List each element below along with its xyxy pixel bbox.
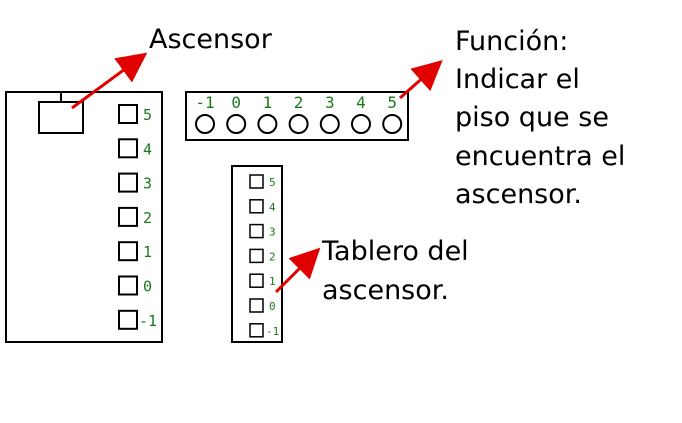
shaft-floor-label: 3 [143, 175, 152, 193]
indicator-floor-label: 0 [231, 93, 241, 112]
panel-floor-button [249, 174, 264, 189]
shaft-floor-label: 4 [143, 140, 152, 158]
indicator-floor-label: -1 [195, 93, 214, 112]
shaft-floor-button [118, 138, 138, 159]
panel-floor-label: 5 [269, 176, 276, 189]
shaft-floor-buttons: 5 4 3 2 1 0 -1 [118, 104, 157, 330]
arrow-to-function-label [399, 60, 443, 100]
panel-floor-button [249, 199, 264, 214]
indicator-light [226, 114, 247, 134]
panel-floor-label: 3 [269, 226, 276, 239]
panel-floor-label: -1 [266, 325, 279, 338]
indicator-outline [185, 91, 409, 141]
indicator-floor-label: 5 [387, 93, 397, 112]
panel-floor-button [249, 298, 264, 313]
panel-floor-buttons: 5 4 3 2 1 0 -1 [249, 174, 279, 338]
panel-floor-label: 4 [269, 201, 276, 214]
indicator-light [288, 114, 309, 134]
shaft-floor-button [118, 275, 138, 296]
shaft-floor-button [118, 241, 138, 262]
panel-label: Tablero del ascensor. [321, 236, 469, 306]
control-panel: 5 4 3 2 1 0 -1 [231, 165, 283, 343]
function-line-1: Función: [455, 26, 568, 57]
shaft-floor-label: 5 [143, 106, 152, 124]
indicator-floor-label: 2 [294, 93, 304, 112]
panel-floor-label: 1 [269, 275, 276, 288]
shaft-floor-button [118, 309, 138, 330]
shaft-floor-label: 2 [143, 209, 152, 227]
indicator-light [319, 114, 340, 134]
panel-floor-button [249, 248, 264, 264]
floor-indicator: -1 0 1 2 3 4 5 [185, 91, 409, 141]
shaft-floor-button [118, 104, 138, 124]
indicator-floor-label: 1 [263, 93, 273, 112]
panel-floor-button [249, 323, 264, 338]
indicator-light [257, 114, 278, 134]
arrow-to-elevator-label [71, 52, 148, 110]
elevator-label: Ascensor [149, 24, 273, 55]
panel-label-line-2: ascensor. [322, 275, 449, 306]
indicator-lights: -1 0 1 2 3 4 5 [195, 93, 403, 134]
shaft-floor-label: 0 [143, 278, 152, 296]
shaft-floor-button [118, 172, 138, 193]
panel-floor-label: 0 [269, 300, 276, 313]
elevator-cabin [38, 101, 84, 134]
panel-floor-button [249, 223, 264, 239]
shaft-floor-label: -1 [139, 312, 157, 330]
function-line-5: ascensor. [455, 179, 582, 210]
arrow-to-panel-label [274, 247, 321, 294]
panel-floor-button [249, 273, 264, 288]
indicator-floor-label: 3 [325, 93, 335, 112]
indicator-light [195, 114, 215, 134]
function-label: Función: Indicar el piso que se encuentr… [455, 26, 625, 210]
indicator-light [351, 114, 371, 134]
control-panel-outline [231, 165, 283, 343]
function-line-3: piso que se [455, 102, 609, 133]
panel-label-line-1: Tablero del [321, 236, 469, 267]
indicator-floor-label: 4 [356, 93, 366, 112]
shaft-outline [5, 91, 163, 343]
function-line-4: encuentra el [455, 141, 625, 172]
shaft-floor-button [118, 206, 138, 227]
shaft-floor-label: 1 [143, 243, 152, 261]
function-line-2: Indicar el [455, 64, 580, 95]
building-shaft: 5 4 3 2 1 0 -1 [5, 91, 163, 343]
panel-floor-label: 2 [269, 250, 276, 263]
indicator-light [382, 114, 403, 134]
